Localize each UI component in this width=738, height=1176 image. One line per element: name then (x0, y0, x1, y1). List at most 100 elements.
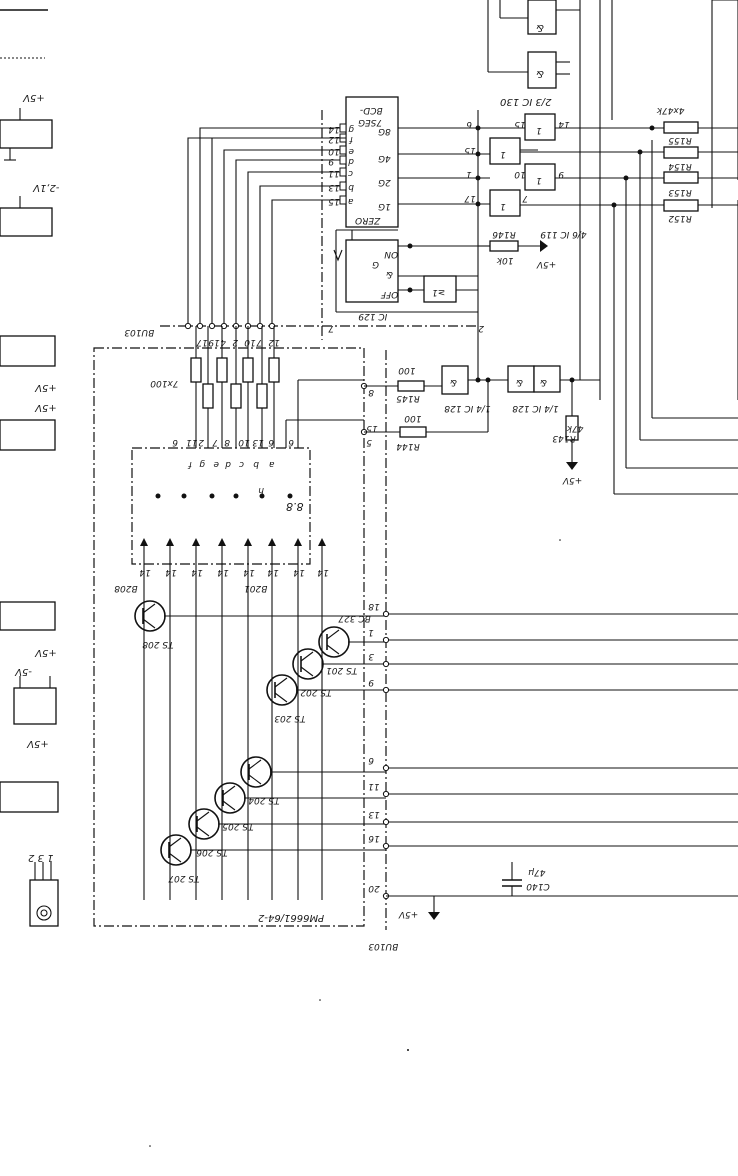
bu-pin-num: 4 (220, 337, 226, 347)
connector-pin-num: 18 (368, 601, 380, 611)
ts205-emitter (222, 800, 236, 811)
bu-pin-num: 10 (244, 337, 256, 347)
ts201-label: TS 201 (326, 665, 357, 675)
v5-a: +5V (536, 259, 556, 269)
r143: R143 (552, 433, 576, 443)
svg-text:15: 15 (514, 119, 526, 129)
r146: R146 (492, 229, 516, 239)
decoder-pin-num-b: 13 (328, 182, 340, 192)
svg-text:&: & (540, 377, 547, 387)
bu-pin (256, 322, 264, 330)
svg-text:9: 9 (558, 169, 564, 179)
ts206 (188, 808, 220, 840)
left-v3: +5V (34, 382, 57, 393)
digit-pin-num: 14 (317, 567, 329, 577)
bu-pin (268, 322, 276, 330)
display-pin-num: 13 (252, 437, 264, 447)
seg-wire (271, 199, 340, 326)
connector-pin-num: 11 (368, 781, 379, 791)
svg-text:2: 2 (478, 323, 484, 333)
right-bus (613, 0, 738, 495)
display-pin-num: 2 (198, 437, 204, 447)
connector-pin-num: 6 (368, 755, 374, 765)
resistor-100 (190, 357, 202, 383)
display-pin-num: 7 (212, 437, 218, 447)
connector-pin-num: 13 (368, 809, 380, 819)
decoder-pin-box (339, 195, 347, 205)
svg-text:7: 7 (522, 193, 528, 203)
left-v1: +5V (22, 92, 45, 103)
connector-pin-num: 16 (368, 833, 380, 843)
r144-val: 100 (404, 413, 421, 423)
connector-pin-num: 20 (368, 883, 380, 893)
decoder-pin-f: f (348, 134, 353, 144)
ts204 (240, 756, 272, 788)
decoder-label-b: 7SEG (358, 117, 382, 127)
digit-pin-num: 14 (139, 567, 151, 577)
svg-text:1: 1 (536, 125, 542, 135)
digit-arrow (140, 538, 148, 546)
r143-val: 47k (566, 423, 583, 433)
digit-arrow (192, 538, 200, 546)
r146-val: 10k (496, 255, 513, 265)
digit-arrow (166, 538, 174, 546)
left-partial-ics (0, 9, 59, 927)
v5-c: +5V (398, 909, 418, 919)
ts208-emitter (142, 618, 156, 629)
resistor-100 (230, 383, 242, 409)
svg-text:1: 1 (500, 201, 506, 211)
connector-pin-num: 3 (368, 651, 374, 661)
decoder-pin-num-a: 15 (328, 196, 340, 206)
svg-text:15: 15 (464, 145, 476, 155)
decoder-pin-g: g (348, 124, 354, 134)
resistors-r152-r155: 4x47k R155 R154 R153 R152 (611, 105, 699, 223)
r154: R154 (668, 161, 692, 171)
bc327-label: BC 327 (338, 613, 371, 623)
digit-pin-num: 14 (191, 567, 203, 577)
ts207-emitter (168, 852, 182, 863)
ts206-label: TS 206 (196, 847, 228, 857)
decoder-pin-d: d (348, 156, 354, 166)
decoder-pin-c: c (348, 168, 353, 178)
display-seg-g: g (199, 459, 205, 469)
display-label: B201 (244, 583, 267, 593)
digit-pin-num: 14 (267, 567, 279, 577)
ts208 (134, 600, 166, 632)
decoder-zero: ZERO (355, 215, 381, 225)
left-voltage-labels: +5V -2,1V +5V +5V +5V -5V +5V 1 3 2 (14, 92, 60, 863)
digit-pin-num: 14 (217, 567, 229, 577)
left-v2: -2,1V (32, 182, 60, 193)
display-seg-e: e (213, 459, 219, 469)
connector-pin-num: 1 (368, 627, 374, 637)
on-label: ON (384, 249, 398, 259)
digit-left-label: B208 (114, 583, 138, 593)
ic119-label: 4/6 IC 119 (540, 229, 587, 239)
display-pin-num: 10 (238, 437, 250, 447)
display-seg-b: b (253, 459, 259, 469)
seg-wire (259, 185, 340, 326)
bu-pin (184, 322, 192, 330)
connector-pin-num: 9 (368, 677, 374, 687)
digit-pin-num: 14 (243, 567, 255, 577)
r153: R153 (668, 187, 692, 197)
svg-text:6: 6 (466, 119, 472, 129)
ic128-gates: 100 R145 & 1/4 IC 128 & & 1/4 IC 128 R14… (364, 330, 600, 485)
left-v5: +5V (34, 647, 57, 658)
ts204-emitter (248, 774, 262, 785)
decoder-pin-box (339, 167, 347, 177)
ts205 (214, 782, 246, 814)
bu-pin-num: 19 (208, 337, 220, 347)
ic130-gates: & & 2/3 IC 130 (487, 0, 613, 400)
bu-pin (196, 322, 204, 330)
decoder-pin-b: b (348, 182, 354, 192)
seg-wire (211, 137, 340, 326)
board-label: PM6661/64-2 (258, 912, 324, 923)
bcd-7seg-decoder: BCD- 7SEG ZERO 8G 4G 2G 1G g14f12e10d9c1… (328, 96, 490, 330)
svg-text:&: & (450, 377, 457, 387)
decoder-pin-box (339, 155, 347, 165)
seg-wire (199, 127, 340, 326)
display-pin-num: 6 (268, 437, 274, 447)
decoder-pin-box (339, 123, 347, 133)
ts202-emitter (300, 666, 314, 677)
